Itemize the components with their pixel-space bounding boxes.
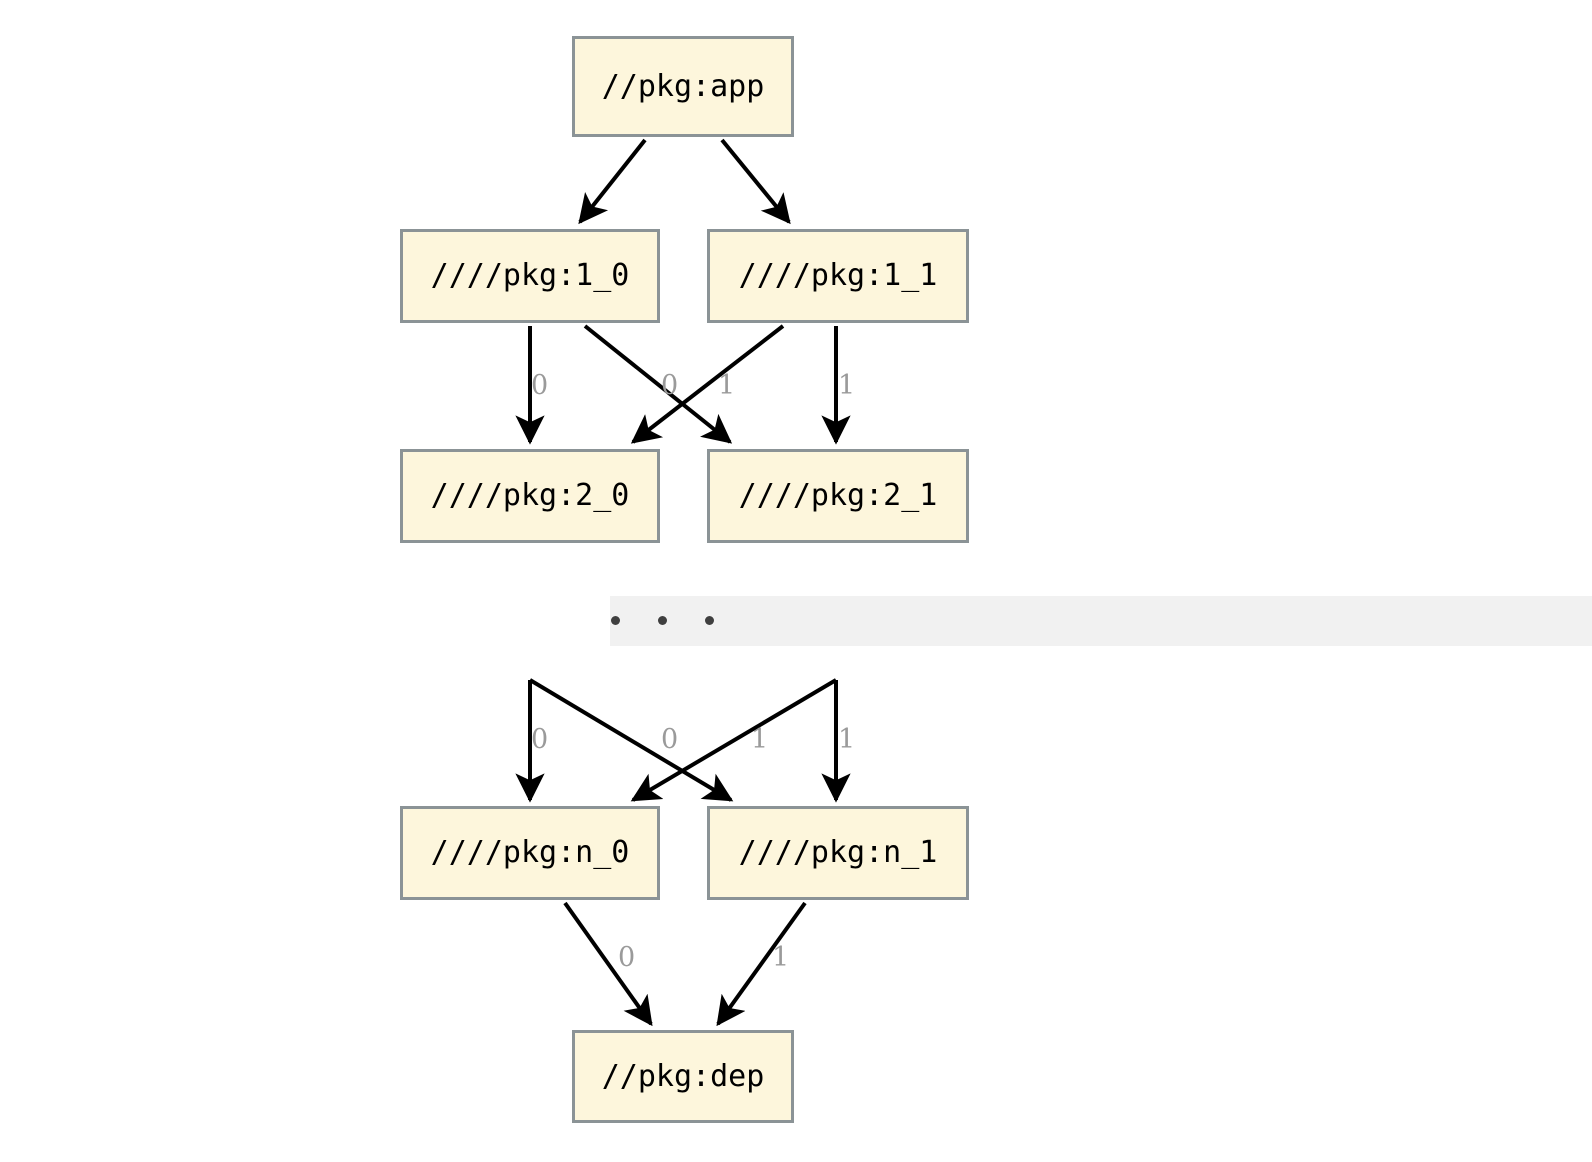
node-n_0-label: ////pkg:n_0 — [430, 835, 630, 870]
node-2_0[interactable]: ////pkg:2_0 — [400, 449, 660, 543]
node-n_1[interactable]: ////pkg:n_1 — [707, 806, 969, 900]
node-n_1-label: ////pkg:n_1 — [738, 835, 938, 870]
ellipsis-dot-3 — [705, 616, 714, 625]
node-1_1[interactable]: ////pkg:1_1 — [707, 229, 969, 323]
edge-above-to-n_0-alt — [630, 678, 838, 802]
node-1_0-label: ////pkg:1_0 — [430, 258, 630, 293]
node-app[interactable]: //pkg:app — [572, 36, 794, 137]
ellipsis-band — [610, 596, 1592, 646]
ellipsis-dot-2 — [658, 616, 667, 625]
edge-n_0-to-dep — [563, 901, 653, 1027]
node-2_1[interactable]: ////pkg:2_1 — [707, 449, 969, 543]
node-dep-label: //pkg:dep — [601, 1058, 765, 1094]
node-app-label: //pkg:app — [601, 68, 765, 104]
edge-above-to-n_1 — [528, 678, 734, 802]
edge-app-to-1_0 — [578, 138, 647, 225]
ellipsis-dot-1 — [611, 616, 620, 625]
node-2_1-label: ////pkg:2_1 — [738, 478, 938, 513]
edge-label-0-a: 0 — [531, 370, 549, 401]
edge-label-0-b: 0 — [661, 370, 679, 401]
ellipsis-dots — [611, 616, 752, 625]
edge-label-1-e: 1 — [772, 942, 790, 973]
edge-label-1-a: 1 — [718, 370, 736, 401]
edge-label-1-d: 1 — [838, 724, 856, 755]
edge-n_1-to-dep — [716, 901, 807, 1027]
node-1_1-label: ////pkg:1_1 — [738, 258, 938, 293]
node-1_0[interactable]: ////pkg:1_0 — [400, 229, 660, 323]
node-n_0[interactable]: ////pkg:n_0 — [400, 806, 660, 900]
edge-label-0-c: 0 — [531, 724, 549, 755]
node-dep[interactable]: //pkg:dep — [572, 1030, 794, 1123]
node-2_0-label: ////pkg:2_0 — [430, 478, 630, 513]
edge-app-to-1_1 — [720, 138, 791, 225]
edge-1_1-to-2_0 — [630, 324, 785, 444]
edge-label-0-d: 0 — [661, 724, 679, 755]
edge-label-1-b: 1 — [838, 370, 856, 401]
edge-label-0-e: 0 — [618, 942, 636, 973]
edge-label-1-c: 1 — [751, 724, 769, 755]
edge-1_0-to-2_1 — [583, 324, 733, 444]
